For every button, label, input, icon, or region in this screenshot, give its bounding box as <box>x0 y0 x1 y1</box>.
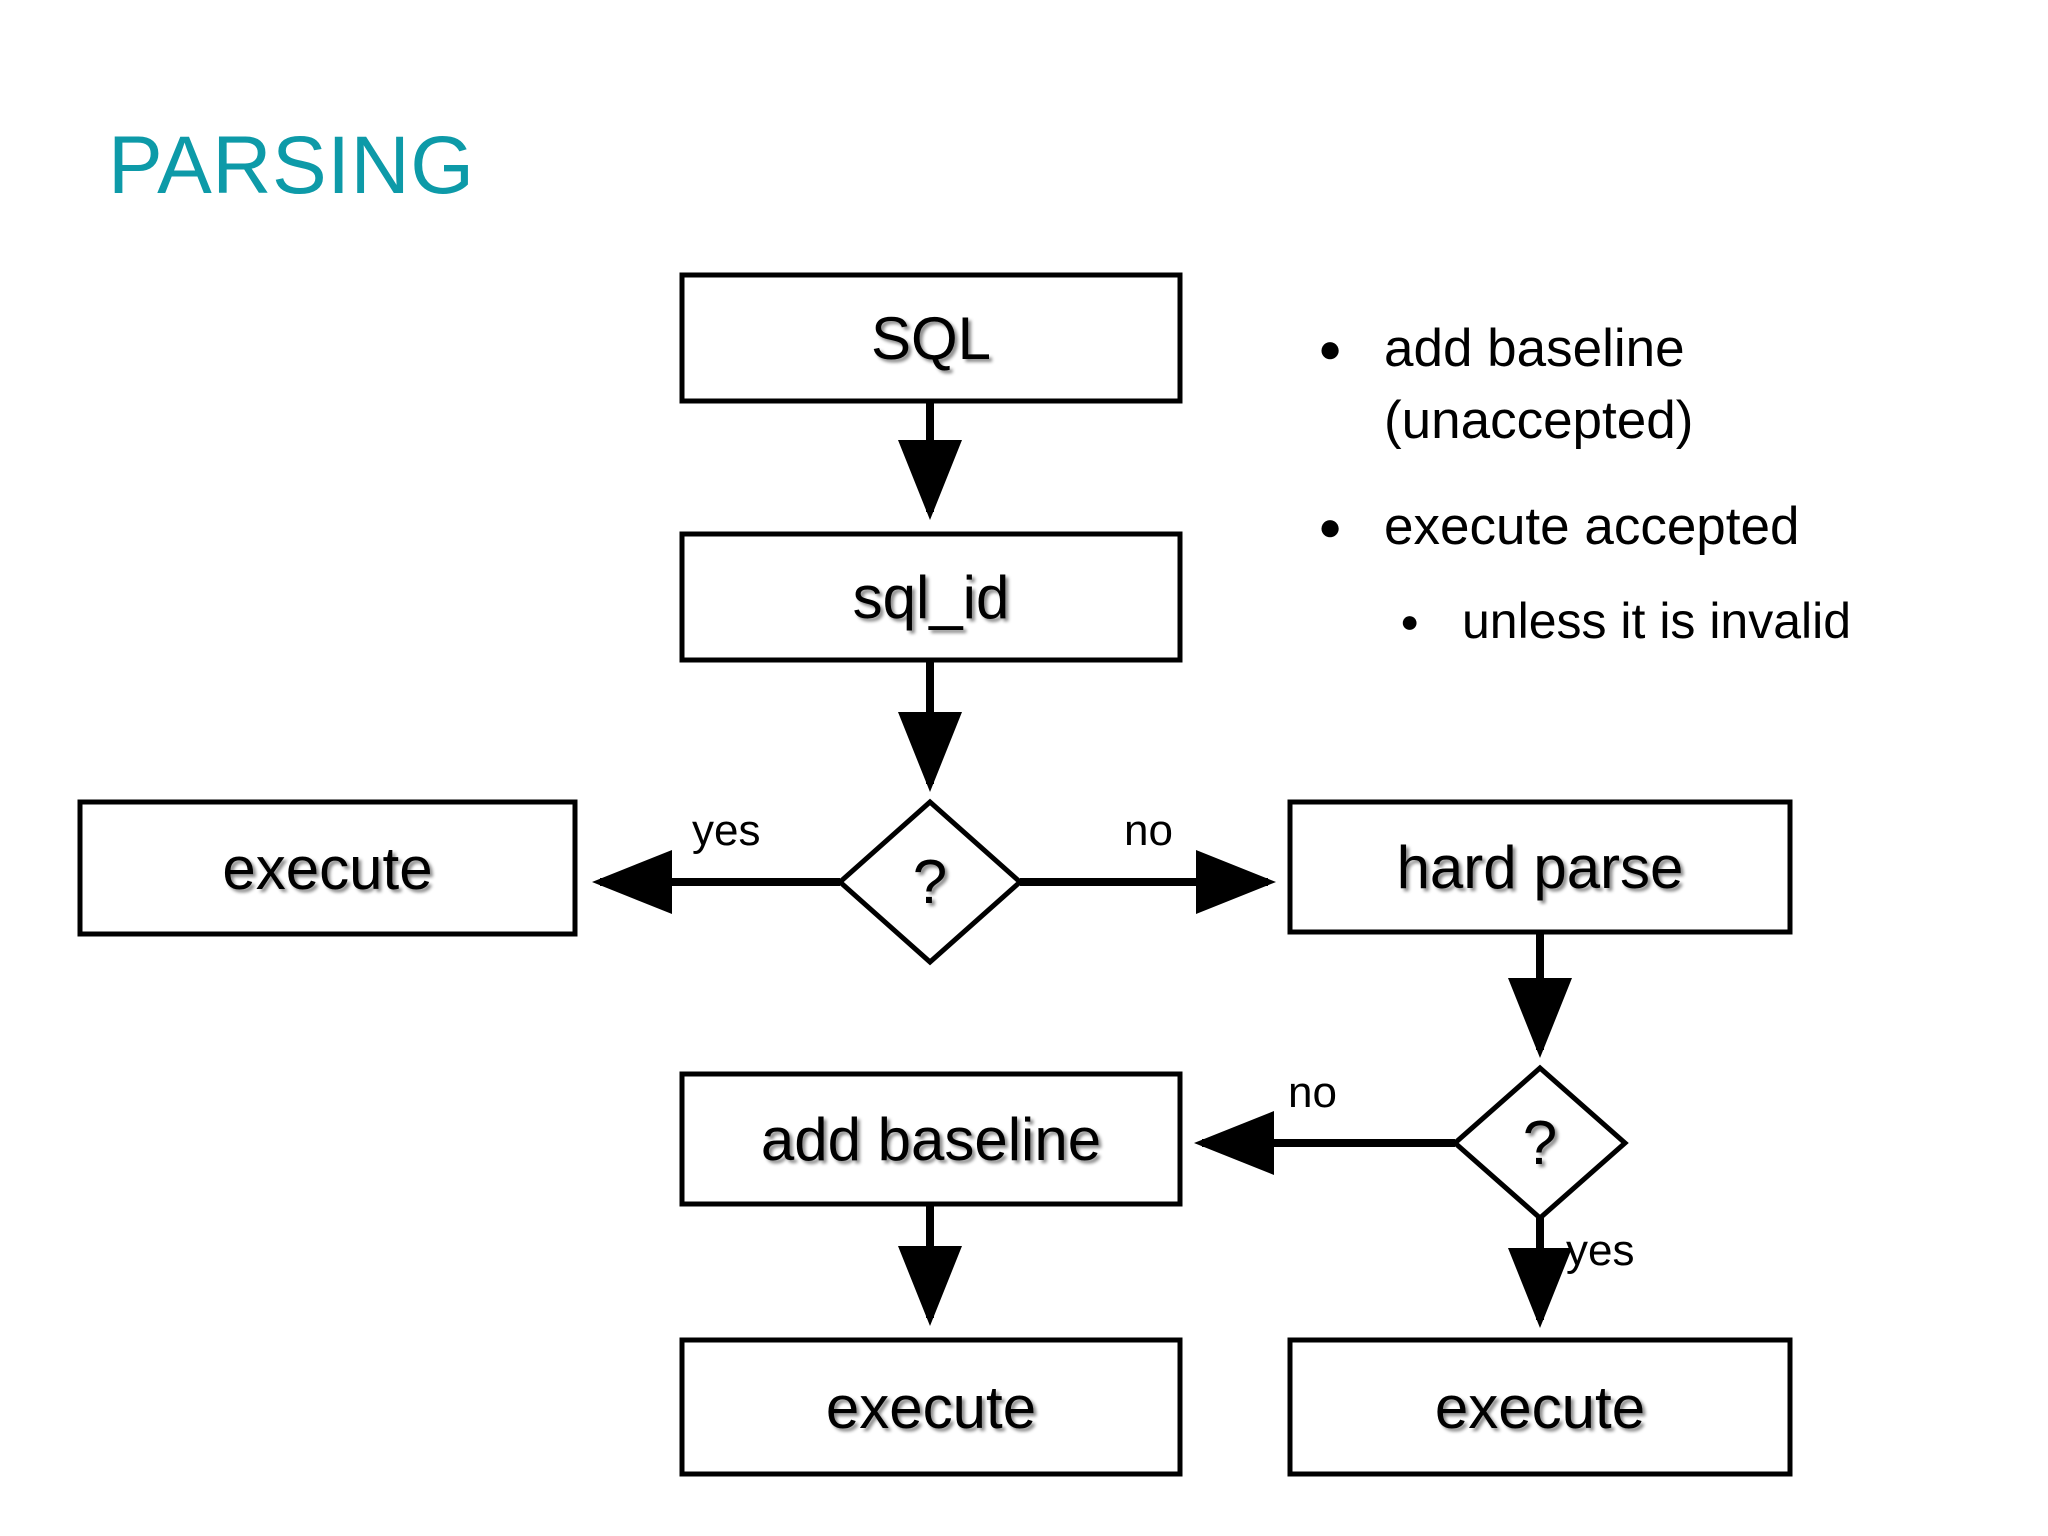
node-box-execute-right <box>1287 1337 1793 1477</box>
node-box-hard-parse <box>1287 799 1793 935</box>
edge-label-decision-one-yes: yes <box>692 806 761 855</box>
node-box-sql-id <box>679 531 1183 663</box>
node-box-sql <box>679 272 1183 404</box>
node-box-add-baseline <box>679 1071 1183 1207</box>
bullet-dot-icon: ● <box>1318 505 1343 549</box>
edge-label-decision-one-no: no <box>1124 806 1173 855</box>
list-item-continuation: (unaccepted) <box>1318 390 2018 452</box>
list-spacer <box>1318 568 2018 592</box>
list-spacer <box>1318 462 2018 496</box>
notes-bullet-list: ● add baseline (unaccepted) ● execute ac… <box>1318 318 2018 660</box>
node-label-decision-two: ? <box>1522 1108 1558 1178</box>
list-item-sub: ● unless it is invalid <box>1318 592 2018 650</box>
node-box-execute-left <box>77 799 578 937</box>
edge-label-decision-two-yes: yes <box>1566 1226 1635 1275</box>
list-item-sub-label: unless it is invalid <box>1462 593 1852 649</box>
node-box-execute-middle <box>679 1337 1183 1477</box>
list-item-label: execute accepted <box>1384 497 1800 556</box>
page-title: PARSING <box>108 120 475 211</box>
bullet-dot-icon: ● <box>1318 327 1343 371</box>
node-diamond-decision-one <box>836 798 1024 966</box>
edge-label-decision-two-no: no <box>1288 1068 1337 1117</box>
list-item-label-second-line: (unaccepted) <box>1384 391 1694 450</box>
list-item: ● execute accepted <box>1318 496 2018 558</box>
list-item-label: add baseline <box>1384 319 1685 378</box>
node-label-decision-one: ? <box>912 847 948 917</box>
bullet-dot-icon: ● <box>1400 603 1420 639</box>
list-item: ● add baseline <box>1318 318 2018 380</box>
